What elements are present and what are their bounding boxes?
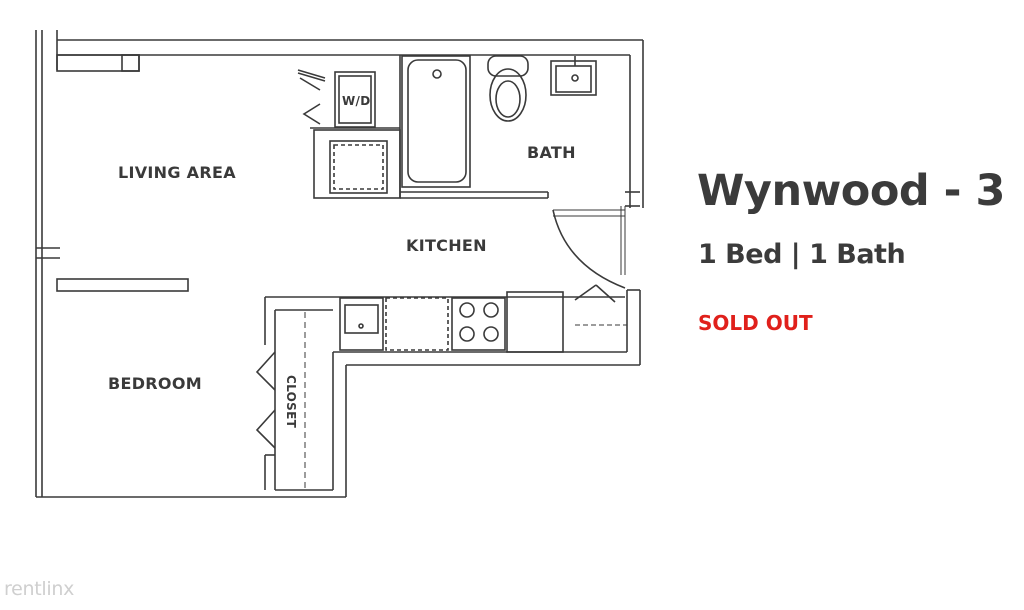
pony-wall (56, 278, 189, 292)
bath-wall (400, 191, 640, 289)
living-area-label: LIVING AREA (118, 163, 236, 182)
washer-dryer (297, 69, 376, 128)
unit-details: 1 Bed | 1 Bath (698, 239, 906, 270)
bedroom-label: BEDROOM (108, 374, 202, 393)
status-badge: SOLD OUT (698, 311, 813, 335)
kitchen-label: KITCHEN (406, 236, 487, 255)
bath-sink (550, 56, 597, 96)
floor-plan: LIVING AREA KITCHEN BATH BEDROOM W/D CLO… (35, 30, 644, 498)
closet-label: CLOSET (284, 375, 298, 429)
washer-dryer-label: W/D (342, 94, 370, 108)
top-wall (56, 39, 644, 208)
kitchen-counter (265, 284, 641, 497)
utility-wall (310, 127, 401, 199)
watermark-logo: rentlinx (4, 578, 75, 600)
bath-label: BATH (527, 143, 576, 162)
bathtub (399, 55, 471, 198)
toilet (487, 55, 529, 122)
left-window-wall (35, 30, 346, 498)
unit-name: Wynwood - 3 (697, 166, 1005, 216)
closet (255, 297, 333, 491)
